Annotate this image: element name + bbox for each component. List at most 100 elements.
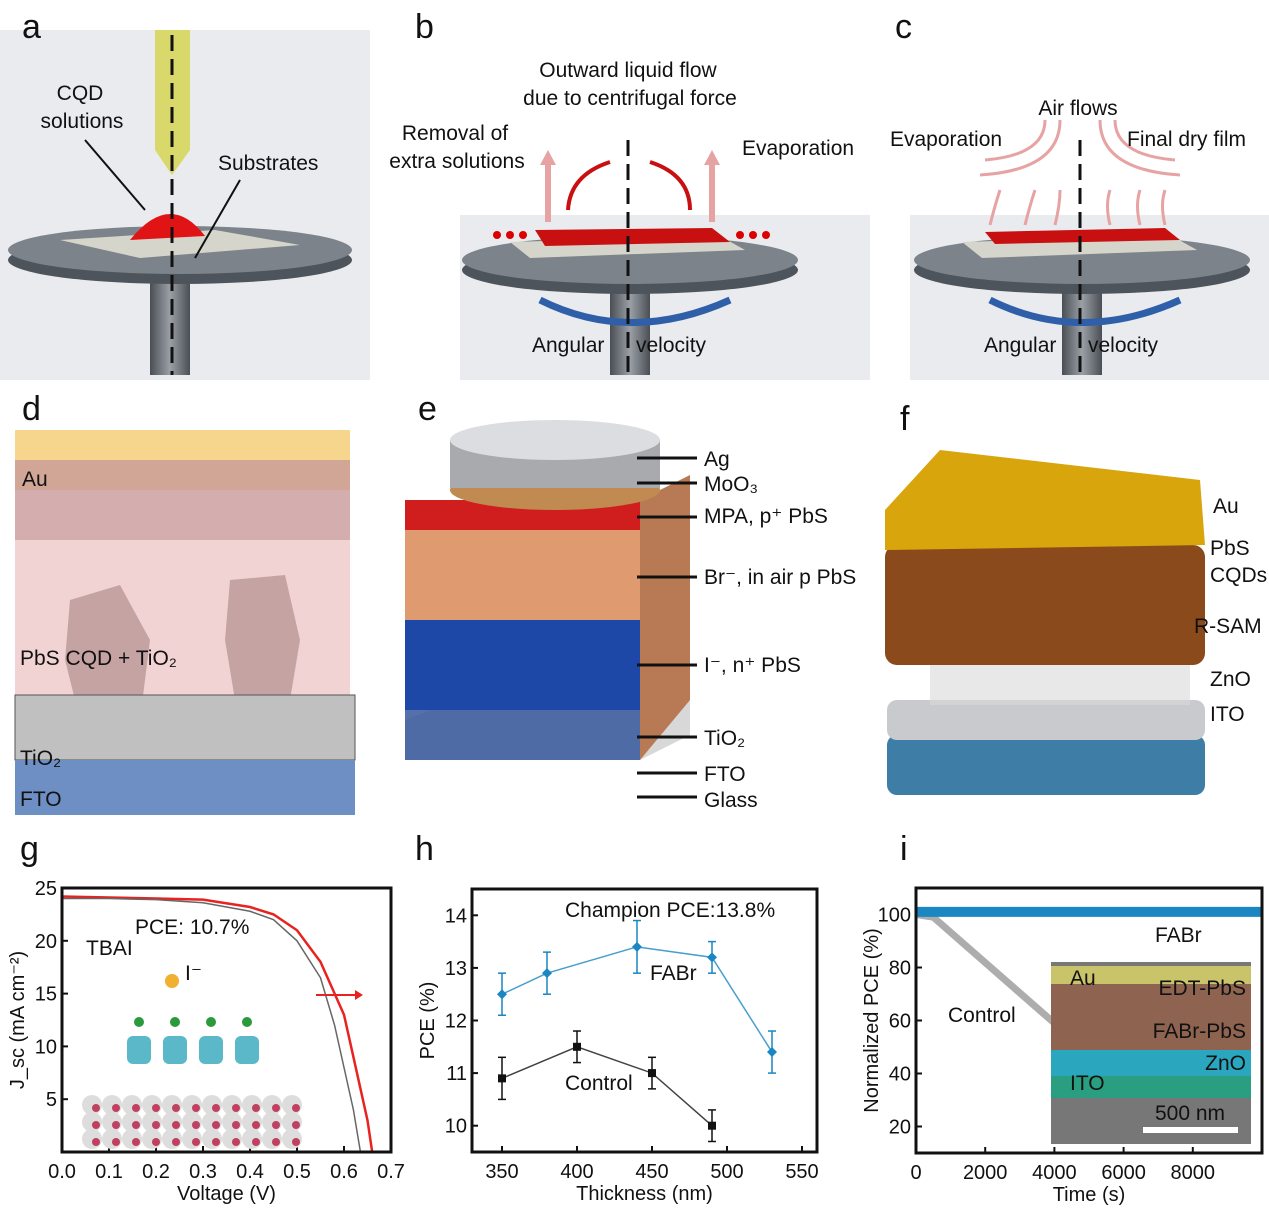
surface-atom: [152, 1104, 160, 1112]
data-point: [498, 1074, 506, 1083]
molecule: [127, 1036, 151, 1064]
surface-atom: [132, 1104, 140, 1112]
annotation: TBAI: [86, 937, 133, 960]
y-axis-label: Normalized PCE (%): [861, 928, 883, 1112]
surface-atom: [282, 1129, 302, 1149]
surface-atom: [92, 1138, 100, 1146]
label: MPA, p⁺ PbS: [704, 505, 828, 528]
molecule-atom: [206, 1017, 216, 1027]
data-point: [632, 941, 642, 952]
cqd-film: [535, 228, 730, 246]
molecule-atom: [134, 1017, 144, 1027]
substrate: [60, 230, 300, 258]
y-tick-label: 10: [35, 1036, 57, 1058]
x-tick-label: 450: [635, 1161, 668, 1183]
surface-atom: [272, 1104, 280, 1112]
label: Final dry film: [1127, 128, 1246, 151]
series-gray-line: [62, 897, 362, 1153]
molecule: [199, 1036, 223, 1064]
surface-atom: [262, 1129, 282, 1149]
cqd-droplet: [130, 213, 205, 240]
label: Removal of: [402, 122, 508, 145]
y-tick-label: 100: [878, 905, 911, 927]
x-tick-label: 0.7: [377, 1161, 405, 1183]
label: Br⁻, in air p PbS: [704, 566, 856, 589]
surface-atom: [242, 1129, 262, 1149]
label: PbS: [1210, 537, 1250, 560]
surface-atom: [232, 1138, 240, 1146]
label: Substrates: [218, 152, 318, 175]
x-tick-label: 350: [485, 1161, 518, 1183]
y-tick-label: 20: [889, 1117, 911, 1139]
surface-atom: [202, 1129, 222, 1149]
surface-atom: [292, 1121, 300, 1129]
label: ITO: [1210, 703, 1245, 726]
inset-label: ZnO: [1205, 1052, 1246, 1075]
series-label: Control: [565, 1072, 633, 1095]
au-layer: [885, 450, 1205, 550]
surface-atom: [292, 1138, 300, 1146]
label: TiO₂: [20, 747, 61, 770]
surface-atom: [272, 1138, 280, 1146]
surface-atom: [192, 1121, 200, 1129]
y-tick-label: 11: [446, 1063, 467, 1085]
y-tick-label: 60: [889, 1011, 911, 1033]
label: Ag: [704, 448, 730, 471]
panel-e: e Ag MoO₃ MPA, p⁺ PbS Br⁻, in air p PbS …: [405, 390, 856, 812]
surface-atom: [82, 1129, 102, 1149]
molecule-atom: [242, 1017, 252, 1027]
data-point: [542, 968, 552, 979]
series-label: FABr: [1155, 924, 1202, 947]
panel-d: d Au PbS CQD + TiO₂ TiO₂ FTO: [14, 390, 356, 815]
label: velocity: [1088, 334, 1159, 357]
y-tick-label: 80: [889, 958, 911, 980]
x-tick-label: 0.4: [236, 1161, 264, 1183]
panel-b: b Outward liquid flow due to centrifugal…: [389, 8, 870, 380]
label: Au: [22, 468, 48, 491]
label: velocity: [636, 334, 707, 357]
surface-atom: [252, 1104, 260, 1112]
molecule-atom: [170, 1017, 180, 1027]
x-tick-label: 0.5: [283, 1161, 311, 1183]
label: Air flows: [1038, 97, 1117, 120]
zno-layer: [887, 700, 1205, 740]
surface-atom: [192, 1138, 200, 1146]
pbs-layer: [885, 545, 1205, 665]
surface-atom: [212, 1104, 220, 1112]
y-tick-label: 10: [445, 1116, 467, 1138]
series-label: Control: [948, 1004, 1016, 1027]
label: CQD: [57, 82, 104, 105]
panel-letter: e: [418, 390, 437, 428]
surface-atom: [122, 1129, 142, 1149]
panel-a: a CQD solutions Substrates: [0, 8, 370, 380]
y-tick-label: 40: [889, 1064, 911, 1086]
x-tick-label: 0.0: [48, 1161, 76, 1183]
panel-c: c Air flows Evaporation Final dry film A…: [890, 8, 1269, 380]
series-Control-line: [501, 1045, 713, 1127]
surface-atom: [252, 1138, 260, 1146]
surface-atom: [172, 1121, 180, 1129]
surface-atom: [112, 1138, 120, 1146]
x-tick-label: 500: [710, 1161, 743, 1183]
ito-layer: [887, 735, 1205, 795]
scale-bar: [1143, 1127, 1238, 1133]
data-point: [573, 1042, 581, 1051]
inset-label: ITO: [1070, 1072, 1105, 1095]
data-point: [767, 1047, 777, 1058]
panel-letter: b: [415, 8, 434, 46]
surface-atom: [172, 1138, 180, 1146]
pipette-tip: [155, 30, 190, 175]
dry-film: [985, 228, 1180, 244]
surface-atom: [292, 1104, 300, 1112]
label: R-SAM: [1194, 615, 1262, 638]
tio2-layer: [14, 694, 356, 761]
p-pbs-layer: [405, 520, 640, 620]
panel-letter: i: [900, 830, 908, 868]
y-tick-label: 5: [46, 1089, 57, 1111]
annotation: I⁻: [185, 962, 202, 985]
molecule: [163, 1036, 187, 1064]
label: Angular: [532, 334, 604, 357]
x-tick-label: 0.6: [330, 1161, 358, 1183]
